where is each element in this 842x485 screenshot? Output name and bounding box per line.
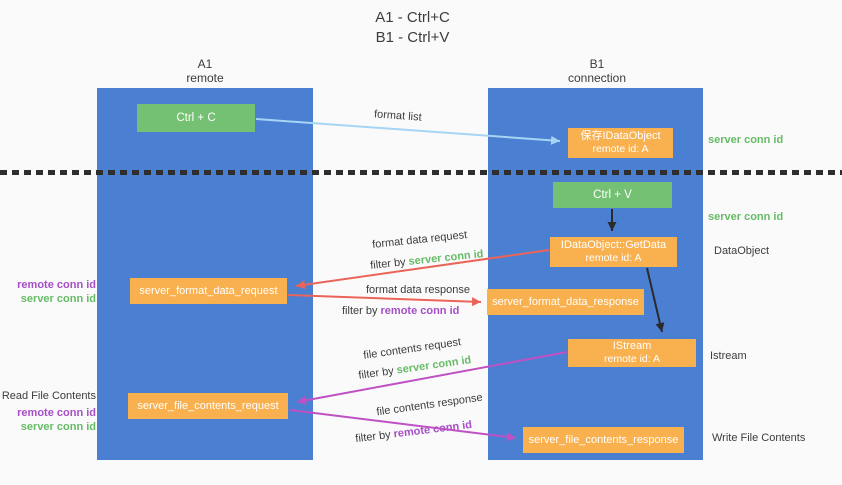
lane-b-subtitle: connection	[567, 71, 627, 85]
filter-server-conn-id-1: server conn id	[407, 248, 485, 268]
read-file-contents-label: Read File Contents	[0, 390, 96, 404]
left-bottom-remote-conn-id: remote conn id	[17, 407, 96, 419]
server-conn-id-label-mid: server conn id	[708, 211, 784, 223]
left-bottom-server-conn-id: server conn id	[20, 420, 96, 433]
left-mid-conn-id-stack: remote conn id server conn id	[0, 279, 96, 306]
node-istream: IStream remote id: A	[568, 339, 696, 367]
filter-by-text-4: filter by	[354, 428, 395, 446]
left-mid-server-conn-id: server conn id	[20, 292, 96, 305]
node-ctrl-c: Ctrl + C	[137, 104, 255, 132]
diagram-title: A1 - Ctrl+C B1 - Ctrl+V	[330, 8, 495, 48]
dataobject-label: DataObject	[714, 245, 770, 257]
node-ctrl-v: Ctrl + V	[553, 182, 672, 208]
filter-by-text-1: filter by	[369, 255, 410, 272]
filter-remote-conn-id-2: remote conn id	[392, 418, 473, 441]
node-idataobject-getdata: IDataObject::GetData remote id: A	[550, 237, 677, 267]
dotted-separator-line	[0, 170, 842, 175]
node-server-format-data-response: server_format_data_response	[487, 289, 644, 315]
filter-by-server-conn-id-label-1: filter by server conn id	[370, 248, 484, 272]
server-format-data-request-label: server_format_data_request	[139, 285, 278, 297]
server-conn-id-label-top: server conn id	[708, 134, 784, 146]
save-idataobject-line2: remote id: A	[592, 143, 649, 155]
node-save-idataobject: 保存IDataObject remote id: A	[568, 128, 673, 158]
istream-line1: IStream	[612, 340, 652, 352]
server-format-data-response-label: server_format_data_response	[492, 296, 639, 308]
istream-side-label: Istream	[710, 350, 747, 362]
idataobject-getdata-line2: remote id: A	[585, 252, 642, 264]
lane-a-header: A1 remote	[145, 57, 265, 85]
left-mid-remote-conn-id: remote conn id	[17, 279, 96, 291]
filter-by-text-2: filter by	[342, 305, 381, 317]
format-data-response-label: format data response	[366, 284, 470, 296]
server-file-contents-request-label: server_file_contents_request	[137, 400, 279, 412]
lane-a-subtitle: remote	[186, 71, 224, 85]
read-file-contents-text: Read File Contents	[1, 390, 96, 402]
lane-b-name: B1	[589, 57, 605, 71]
node-server-file-contents-request: server_file_contents_request	[128, 393, 288, 419]
format-data-request-label: format data request	[371, 229, 468, 251]
title-line-1: A1 - Ctrl+C	[375, 9, 450, 26]
filter-server-conn-id-2: server conn id	[395, 354, 473, 377]
file-contents-response-label: file contents response	[375, 391, 484, 419]
ctrl-v-label: Ctrl + V	[593, 188, 632, 201]
ctrl-c-label: Ctrl + C	[176, 111, 216, 124]
format-list-label: format list	[373, 108, 423, 124]
filter-by-text-3: filter by	[357, 364, 398, 382]
filter-by-remote-conn-id-label-1: filter by remote conn id	[342, 305, 459, 317]
save-idataobject-line1: 保存IDataObject	[580, 130, 661, 142]
arrow-format-data-response	[287, 294, 482, 307]
filter-by-remote-conn-id-label-2: filter by remote conn id	[355, 419, 473, 445]
node-server-file-contents-response: server_file_contents_response	[523, 427, 684, 453]
lane-a-name: A1	[197, 57, 213, 71]
node-server-format-data-request: server_format_data_request	[130, 278, 287, 304]
lane-b-header: B1 connection	[537, 57, 657, 85]
title-line-2: B1 - Ctrl+V	[375, 29, 450, 46]
left-bottom-conn-id-stack: remote conn id server conn id	[0, 407, 96, 434]
server-file-contents-response-label: server_file_contents_response	[528, 434, 679, 446]
filter-remote-conn-id-1: remote conn id	[380, 305, 460, 317]
idataobject-getdata-line1: IDataObject::GetData	[560, 239, 667, 251]
istream-line2: remote id: A	[603, 353, 661, 365]
write-file-contents-label: Write File Contents	[712, 432, 806, 444]
